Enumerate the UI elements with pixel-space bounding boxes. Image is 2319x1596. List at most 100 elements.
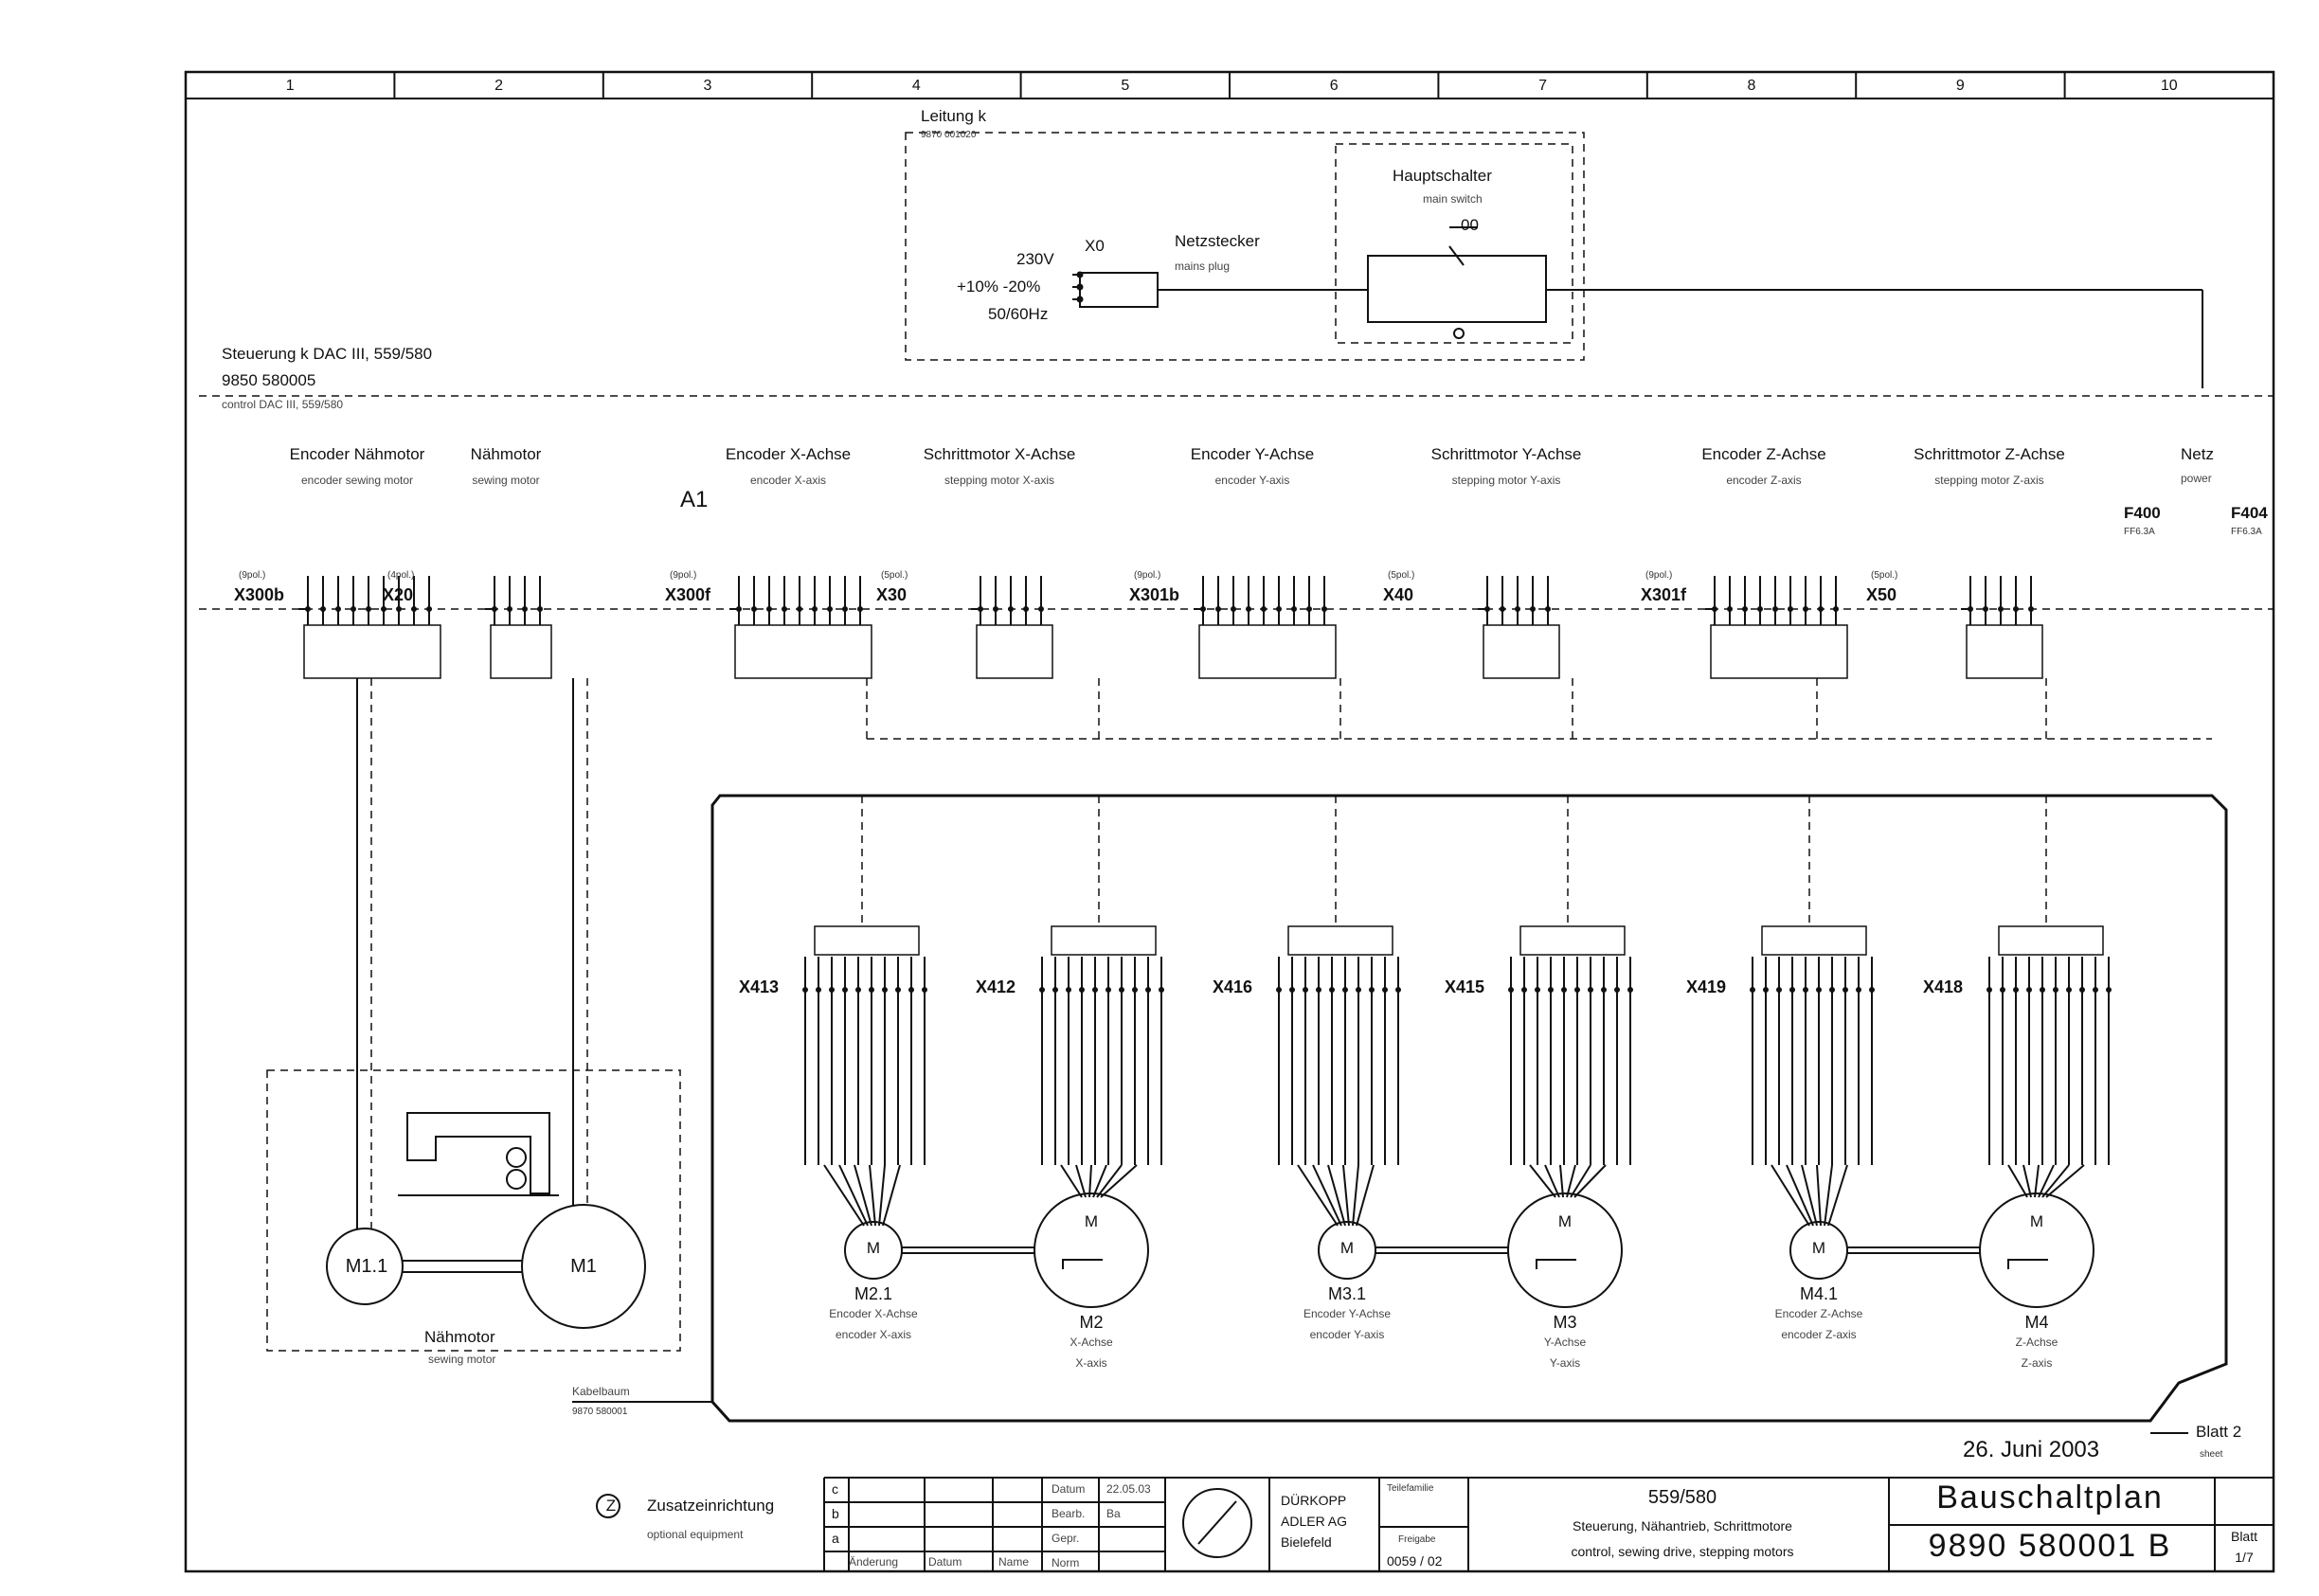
motor-connector-id: X413 (739, 977, 780, 996)
cable-k-box (905, 132, 1585, 361)
motor-pin-dot (922, 987, 927, 993)
module-title: Nähmotor (470, 445, 542, 463)
connector-pin-dot (1008, 606, 1014, 612)
motor-fan-wire (1816, 1164, 1822, 1227)
motor-fan-wire (1342, 1164, 1350, 1227)
wire-bundle-label-box (303, 624, 441, 679)
wire-bundle-label-box (1198, 624, 1337, 679)
column-number: 10 (2160, 78, 2178, 94)
connector-pin-dot (351, 606, 356, 612)
rev-row-a: a (832, 1531, 839, 1546)
motor-fan-wire (1801, 1164, 1818, 1227)
motor-pin-dot (2040, 987, 2045, 993)
motor-pin-dot (1548, 987, 1554, 993)
main-switch-body (1367, 255, 1547, 323)
motor-pin-dot (2066, 987, 2072, 993)
motor-fan-wire (1312, 1164, 1342, 1227)
connector-pin-dot (1023, 606, 1029, 612)
wire-bundle-label-box (976, 624, 1053, 679)
connector-pin-dot (1246, 606, 1251, 612)
module-title-en: encoder sewing motor (300, 474, 414, 487)
connector-pin-dot (1291, 606, 1297, 612)
company-logo-icon (1182, 1488, 1252, 1558)
teilefamilie-label: Teilefamilie (1387, 1483, 1434, 1494)
connector-pin-dot (1530, 606, 1536, 612)
motor-pin-dot (855, 987, 861, 993)
connector-pin-dot (1321, 606, 1327, 612)
module-connector-id: X301f (1641, 585, 1687, 604)
motor-fan-wire (2045, 1164, 2085, 1198)
machine-model: 559/580 (1647, 1487, 1717, 1508)
date-stamp: 26. Juni 2003 (1963, 1437, 2100, 1462)
column-number: 7 (1538, 78, 1548, 94)
module-title: Encoder Nähmotor (289, 445, 425, 463)
connector-pin-dot (426, 606, 432, 612)
optional-title: Zusatzeinrichtung (647, 1497, 775, 1515)
sewing-motor-title-en: sewing motor (428, 1353, 496, 1366)
sewing-motor-box (266, 1069, 681, 1352)
motor-circle (1507, 1193, 1623, 1308)
connector-pin-dot (411, 606, 417, 612)
connector-pin-dot (1833, 606, 1839, 612)
motor-id: M3 (1553, 1313, 1577, 1332)
description-de: Steuerung, Nähantrieb, Schrittmotore (1573, 1518, 1792, 1533)
module-title-en: stepping motor Y-axis (1451, 474, 1561, 487)
motor-pin-dot (1329, 987, 1335, 993)
switch-terminal (1453, 328, 1465, 339)
module-connector-id: X40 (1383, 585, 1414, 604)
column-number: 2 (494, 78, 504, 94)
module-title: Schrittmotor X-Achse (923, 445, 1076, 463)
motor-pin-dot (1066, 987, 1071, 993)
connector-pin-dot (320, 606, 326, 612)
motor-symbol: M (866, 1239, 881, 1257)
connector-pin-dot (827, 606, 833, 612)
motor-fan-wire (2007, 1164, 2028, 1198)
connector-pin-dot (507, 606, 512, 612)
column-number: 6 (1329, 78, 1339, 94)
motor-pin-dot (1119, 987, 1124, 993)
motor-pin-dot (1763, 987, 1769, 993)
module-pin-count: (4pol.) (387, 570, 415, 581)
fuse-f400-label: F400 (2124, 504, 2161, 522)
motor-pin-dot (882, 987, 888, 993)
connector-pin-dot (1803, 606, 1808, 612)
document-title: Bauschaltplan (1936, 1479, 2164, 1515)
motor-fan-wire (1786, 1164, 1814, 1227)
netz-title: Netz (2181, 445, 2214, 463)
motor-connector-id: X418 (1923, 977, 1964, 996)
module-pin-count: (5pol.) (1871, 570, 1898, 581)
sewing-motor-title: Nähmotor (424, 1328, 495, 1346)
motor-pin-dot (1803, 987, 1808, 993)
freigabe-value: 0059 / 02 (1387, 1553, 1443, 1569)
rev-header-name: Name (998, 1555, 1030, 1569)
motor-pin-dot (1574, 987, 1580, 993)
motor-name-en: X-axis (1075, 1356, 1107, 1370)
sheet-ref-label: Blatt 2 (2196, 1423, 2242, 1441)
bearb-label: Bearb. (1052, 1507, 1086, 1520)
module-title: Encoder X-Achse (725, 445, 852, 463)
stepper-step-symbol (1536, 1259, 1576, 1269)
module-pin-count: (9pol.) (670, 570, 697, 581)
mains-voltage: 230V (1016, 250, 1054, 268)
motor-pin-dot (908, 987, 914, 993)
motor-fan-wire (2034, 1164, 2040, 1198)
motor-pin-dot (816, 987, 821, 993)
module-pin-count: (5pol.) (1388, 570, 1415, 581)
sewing-motor-m1-circle (521, 1204, 646, 1329)
motor-fan-wire (882, 1164, 901, 1227)
motor-pin-dot (1395, 987, 1401, 993)
motor-pin-dot (1789, 987, 1795, 993)
module-pin-count: (9pol.) (1645, 570, 1673, 581)
rev-row-c: c (832, 1481, 838, 1497)
motor-fan-wire (1566, 1164, 1576, 1198)
motor-name: Z-Achse (2015, 1336, 2058, 1349)
sewing-machine-handwheel (506, 1169, 527, 1190)
motor-pin-dot (1289, 987, 1295, 993)
motor-fan-wire (1827, 1164, 1848, 1227)
motor-fan-wire (1544, 1164, 1560, 1198)
column-number: 5 (1121, 78, 1130, 94)
mains-frequency: 50/60Hz (988, 305, 1049, 323)
connector-pin-dot (1500, 606, 1505, 612)
connector-pin-dot (1742, 606, 1748, 612)
connector-pin-dot (1261, 606, 1267, 612)
